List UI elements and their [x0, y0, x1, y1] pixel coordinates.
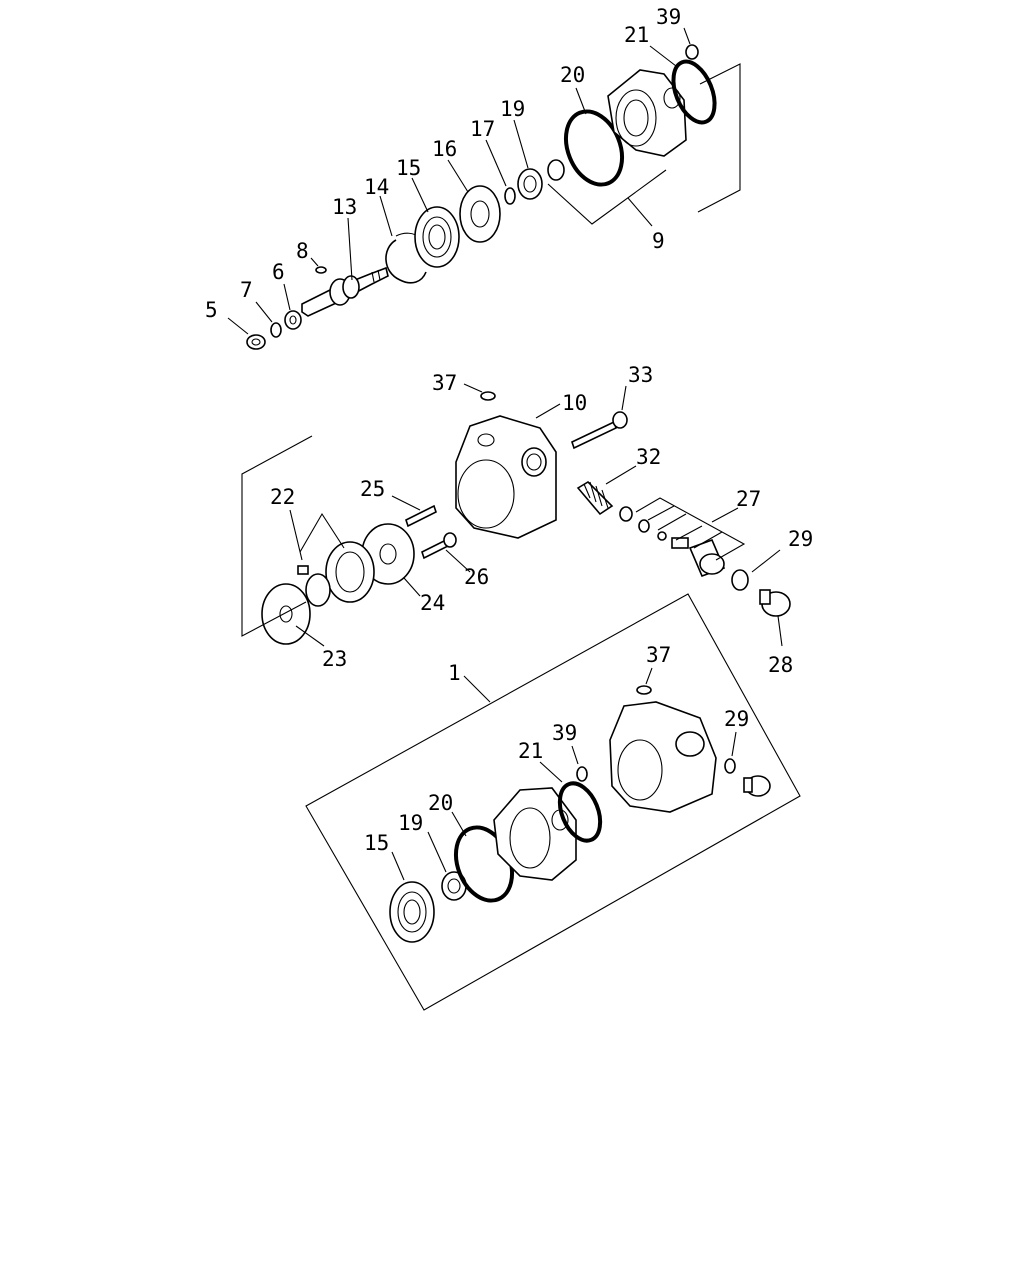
part-10-pump-body — [455, 415, 557, 539]
shaft-assembly-group: 5 7 6 8 13 14 15 16 17 19 20 21 39 9 — [205, 5, 741, 350]
label-37-kit: 37 — [646, 643, 671, 667]
label-5: 5 — [205, 298, 218, 322]
label-39: 39 — [656, 5, 681, 29]
label-17: 17 — [470, 117, 495, 141]
part-25-pin — [405, 504, 437, 528]
part-28-plug — [759, 589, 791, 617]
label-15: 15 — [396, 156, 421, 180]
label-28: 28 — [768, 653, 793, 677]
part-17-circlip — [504, 187, 516, 205]
part-5-nut — [246, 334, 266, 350]
label-20: 20 — [560, 63, 585, 87]
label-19: 19 — [500, 97, 525, 121]
label-24: 24 — [420, 591, 445, 615]
part-37-o-ring — [480, 391, 496, 401]
label-26: 26 — [464, 565, 489, 589]
label-29: 29 — [788, 527, 813, 551]
label-9: 9 — [652, 229, 665, 253]
part-39-o-ring — [685, 44, 699, 60]
part-33-bolt — [571, 411, 628, 450]
part-27-relief-valve-kit — [619, 497, 746, 578]
label-33: 33 — [628, 363, 653, 387]
part-15-ball-bearing — [414, 206, 460, 268]
label-25: 25 — [360, 477, 385, 501]
bracket-9 — [547, 63, 741, 227]
part-29-o-ring — [731, 569, 749, 591]
kit-part-front-cover-housing — [493, 787, 577, 881]
kit-part-29-o-ring — [724, 758, 736, 774]
part-26-bolt — [421, 532, 457, 560]
part-6-washer — [284, 310, 302, 330]
label-22: 22 — [270, 485, 295, 509]
part-8-key — [315, 266, 327, 274]
label-7: 7 — [240, 278, 253, 302]
label-39-kit: 39 — [552, 721, 577, 745]
kit-part-37-o-ring — [636, 685, 652, 695]
kit-boundary — [305, 593, 801, 1011]
label-8: 8 — [296, 239, 309, 263]
label-6: 6 — [272, 260, 285, 284]
cartridge-bracket — [241, 435, 313, 637]
part-bushing — [547, 159, 565, 181]
label-19-kit: 19 — [398, 811, 423, 835]
label-21-kit: 21 — [518, 739, 543, 763]
part-19-bearing — [517, 168, 543, 200]
part-13-drive-shaft — [301, 266, 389, 317]
label-32: 32 — [636, 445, 661, 469]
kit-part-15-ball-bearing — [389, 881, 435, 943]
label-29-kit: 29 — [724, 707, 749, 731]
part-20-o-ring — [564, 109, 624, 187]
part-22-rotor-vanes — [297, 512, 345, 607]
part-21-o-ring — [671, 59, 717, 125]
label-15-kit: 15 — [364, 831, 389, 855]
label-13: 13 — [332, 195, 357, 219]
kit-part-21-o-ring — [557, 781, 603, 843]
label-20-kit: 20 — [428, 791, 453, 815]
label-23: 23 — [322, 647, 347, 671]
kit-part-39-o-ring — [576, 766, 588, 782]
label-21: 21 — [624, 23, 649, 47]
label-1: 1 — [448, 661, 461, 685]
label-14: 14 — [364, 175, 389, 199]
part-front-cover-housing — [607, 69, 687, 157]
pump-body-group: 37 10 33 32 25 22 27 29 26 24 23 28 — [241, 363, 813, 677]
assembly-kit-group: 1 37 29 39 21 20 19 15 — [305, 593, 801, 1011]
kit-part-pump-body — [609, 701, 717, 813]
part-16-thrust-washer — [459, 185, 501, 243]
part-cam-ring — [325, 541, 375, 603]
label-10: 10 — [562, 391, 587, 415]
label-16: 16 — [432, 137, 457, 161]
kit-part-plug — [743, 775, 771, 797]
part-23-end-plate — [261, 583, 311, 645]
part-7-lock-washer — [270, 322, 282, 338]
label-37: 37 — [432, 371, 457, 395]
label-27: 27 — [736, 487, 761, 511]
part-32-spring — [576, 480, 614, 516]
